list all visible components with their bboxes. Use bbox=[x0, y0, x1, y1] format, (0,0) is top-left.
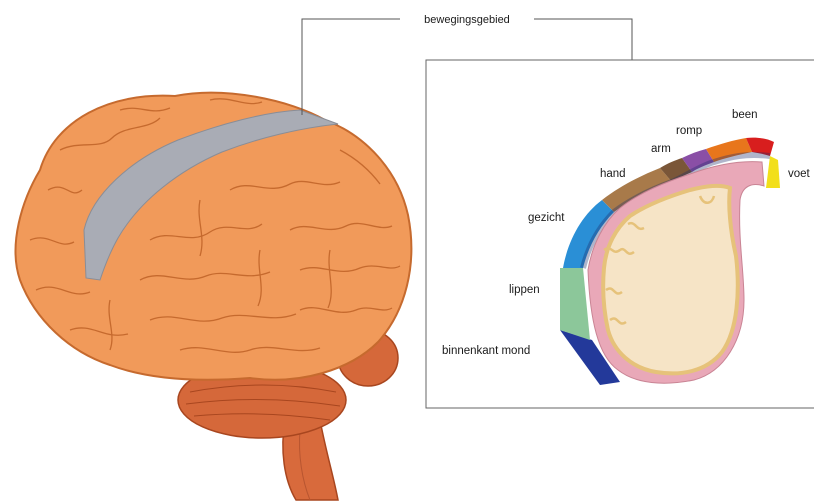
label-arm: arm bbox=[651, 143, 671, 155]
label-lippen: lippen bbox=[509, 284, 540, 296]
label-voet: voet bbox=[788, 168, 811, 180]
label-romp: romp bbox=[676, 125, 702, 137]
label-binnenkant-mond: binnenkant mond bbox=[442, 345, 530, 357]
header-label: bewegingsgebied bbox=[424, 14, 510, 26]
brain-illustration bbox=[16, 93, 412, 500]
label-hand: hand bbox=[600, 168, 626, 180]
label-gezicht: gezicht bbox=[528, 212, 565, 224]
label-been: been bbox=[732, 109, 758, 121]
